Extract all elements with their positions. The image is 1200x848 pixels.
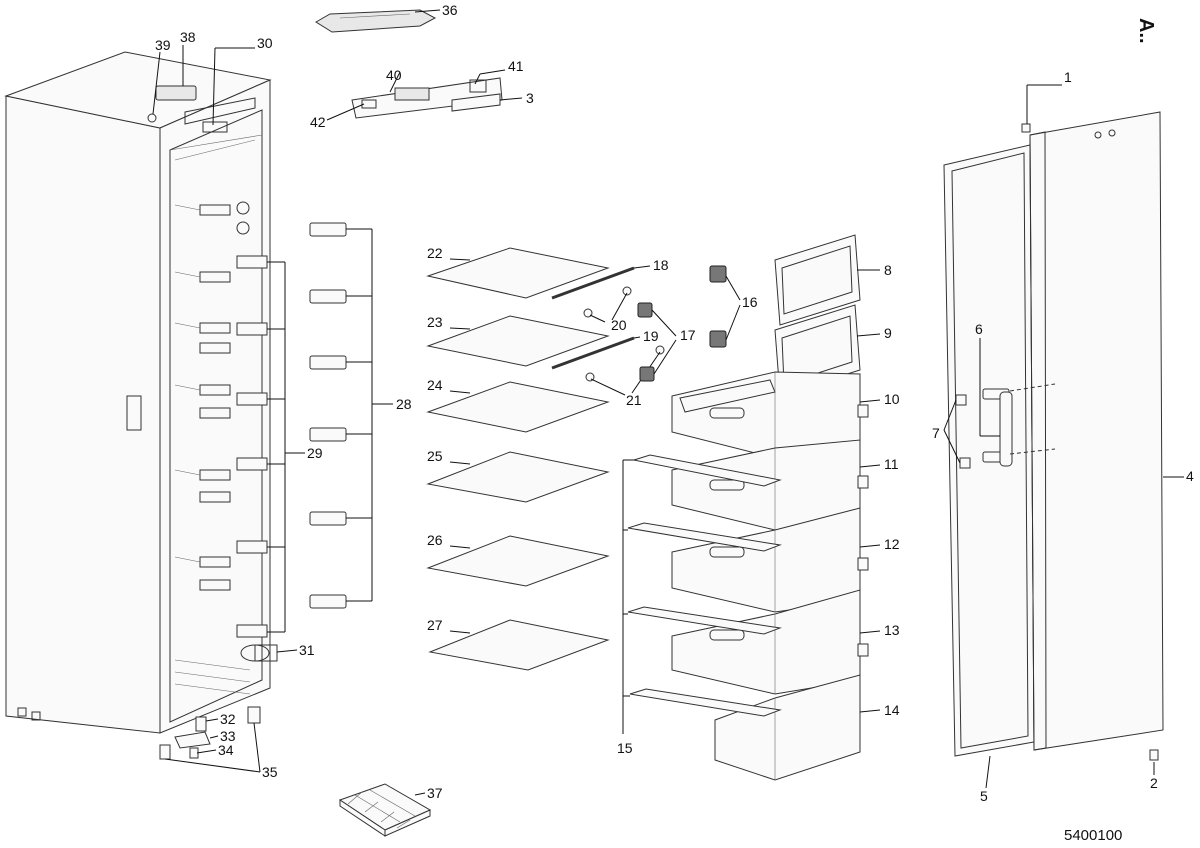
callout-11: 11 [884, 456, 899, 472]
ice-tray [338, 783, 432, 837]
hinge-foot-parts [159, 706, 261, 773]
callout-30: 30 [257, 35, 273, 51]
callout-37: 37 [427, 785, 443, 801]
glass-shelves [426, 247, 610, 671]
callout-27: 27 [427, 617, 443, 633]
cabinet-leaders [152, 45, 305, 653]
door-assembly [943, 84, 1184, 789]
callout-34: 34 [218, 742, 234, 758]
callout-19: 19 [643, 328, 659, 344]
callout-12: 12 [884, 536, 900, 552]
callout-3: 3 [526, 90, 534, 106]
callout-20: 20 [611, 317, 627, 333]
callout-36: 36 [442, 2, 458, 18]
callout-2: 2 [1150, 775, 1158, 791]
callout-17: 17 [680, 327, 696, 343]
callout-29: 29 [307, 445, 323, 461]
callout-10: 10 [884, 391, 900, 407]
callout-39: 39 [155, 37, 171, 53]
callout-15: 15 [617, 740, 633, 756]
shelf-support-clips [309, 222, 393, 609]
callout-38: 38 [180, 29, 196, 45]
callout-33: 33 [220, 728, 236, 744]
callout-42: 42 [310, 114, 326, 130]
callout-26: 26 [427, 532, 443, 548]
callout-28: 28 [396, 396, 412, 412]
callout-6: 6 [975, 321, 983, 337]
view-label: A.. [1135, 18, 1157, 44]
drawers-and-flaps [622, 234, 881, 781]
callout-4: 4 [1186, 468, 1194, 484]
drawing-number: 5400100 [1064, 827, 1122, 844]
callout-23: 23 [427, 314, 443, 330]
top-control-parts [315, 9, 523, 121]
callout-41: 41 [508, 58, 524, 74]
callout-35: 35 [262, 764, 278, 780]
callout-7: 7 [932, 425, 940, 441]
callout-1: 1 [1064, 69, 1072, 85]
callout-16: 16 [742, 294, 758, 310]
callout-24: 24 [427, 377, 443, 393]
callout-14: 14 [884, 702, 900, 718]
callout-13: 13 [884, 622, 900, 638]
callout-18: 18 [653, 257, 669, 273]
callout-32: 32 [220, 711, 236, 727]
callout-9: 9 [884, 325, 892, 341]
callout-40: 40 [386, 67, 402, 83]
callout-22: 22 [427, 245, 443, 261]
callout-labels: 1 2 3 4 5 6 7 8 9 10 11 12 13 14 15 16 1… [155, 2, 1194, 844]
callout-21: 21 [626, 392, 642, 408]
callout-8: 8 [884, 262, 892, 278]
callout-5: 5 [980, 788, 988, 804]
callout-25: 25 [427, 448, 443, 464]
cabinet-body [4, 51, 278, 734]
callout-31: 31 [299, 642, 315, 658]
rods-and-clips [551, 265, 741, 396]
